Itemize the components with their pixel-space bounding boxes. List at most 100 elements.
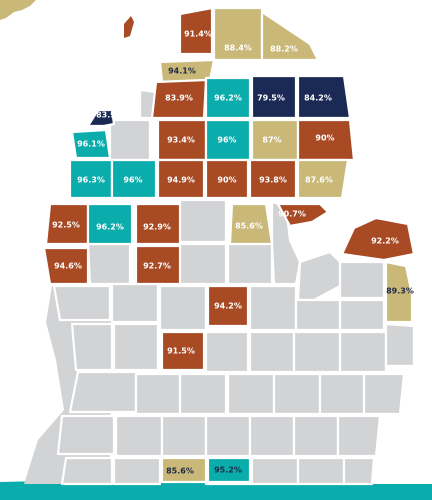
- county-label-c14: 90%: [315, 134, 334, 143]
- county-gray-32: [114, 414, 164, 458]
- county-gray-43: [342, 456, 376, 486]
- county-label-c6: 96.2%: [214, 94, 242, 103]
- county-c24: [228, 202, 274, 246]
- county-label-c33: 95.2%: [214, 466, 242, 475]
- county-gray-33: [160, 414, 208, 458]
- upper-peninsula-shape: [0, 0, 36, 20]
- county-label-c30: 94.2%: [214, 302, 242, 311]
- county-label-c25: 90.7%: [278, 210, 306, 219]
- county-c32: [160, 456, 208, 484]
- county-c1: [178, 6, 214, 56]
- county-gray-21: [292, 330, 342, 374]
- county-gray-2: [108, 118, 152, 162]
- county-c14: [296, 118, 356, 162]
- county-c10: [70, 128, 112, 160]
- county-gray-36: [292, 414, 340, 458]
- county-c30: [206, 284, 250, 328]
- county-label-c13: 87%: [262, 136, 281, 145]
- county-label-c7: 79.5%: [257, 94, 285, 103]
- county-c9: [86, 108, 116, 128]
- county-gray-35: [248, 414, 296, 458]
- county-c8: [296, 74, 352, 120]
- county-gray-41: [250, 456, 300, 486]
- county-c19: [248, 158, 298, 200]
- county-label-c31: 91.5%: [167, 347, 195, 356]
- county-c29: [384, 260, 414, 324]
- island-shape: [124, 16, 134, 38]
- county-c6: [204, 76, 252, 120]
- county-label-c22: 96.2%: [96, 223, 124, 232]
- county-label-c5: 83.9%: [165, 94, 193, 103]
- county-label-c18: 90%: [217, 176, 236, 185]
- county-label-c15: 96.3%: [77, 176, 105, 185]
- county-gray-15: [294, 298, 342, 332]
- county-gray-19: [204, 330, 250, 374]
- county-label-c8: 84.2%: [304, 94, 332, 103]
- county-label-c26: 92.2%: [371, 237, 399, 246]
- county-gray-10: [86, 242, 132, 286]
- county-label-c12: 96%: [217, 136, 236, 145]
- county-label-c2: 88.4%: [224, 44, 252, 53]
- county-gray-38: [60, 456, 114, 486]
- county-gray-17: [112, 322, 160, 372]
- county-c7: [250, 74, 298, 120]
- county-label-c32: 85.6%: [166, 467, 194, 476]
- county-gray-22: [338, 330, 388, 374]
- county-label-c24: 85.6%: [235, 222, 263, 231]
- county-c3: [260, 10, 320, 62]
- county-c33: [206, 456, 252, 484]
- county-gray-27: [226, 372, 276, 416]
- county-gray-6: [226, 242, 274, 286]
- county-label-c10: 96.1%: [77, 140, 105, 149]
- county-gray-24: [68, 370, 138, 414]
- county-gray-11: [52, 284, 112, 322]
- county-label-c1: 91.4%: [184, 30, 212, 39]
- county-gray-29: [318, 372, 366, 416]
- county-gray-25: [134, 372, 182, 416]
- county-label-c17: 94.9%: [167, 176, 195, 185]
- county-gray-20: [248, 330, 296, 374]
- county-c18: [204, 158, 250, 200]
- label-layer: 91.4% 88.4% 88.2% 94.1% 83.9% 96.2% 79.5% 84.2%…: [52, 30, 414, 476]
- county-gray-14: [248, 284, 298, 332]
- county-c28: [134, 244, 182, 286]
- county-c22: [86, 202, 134, 246]
- county-gray-8: [296, 250, 342, 302]
- county-c20: [296, 158, 350, 200]
- county-c25: [276, 202, 330, 228]
- county-label-c27: 94.6%: [54, 262, 82, 271]
- county-c31: [160, 330, 206, 372]
- county-c5: [150, 78, 208, 120]
- county-gray-4: [178, 198, 228, 244]
- county-label-c19: 93.8%: [259, 176, 287, 185]
- county-gray-23: [384, 322, 416, 368]
- county-label-c20: 87.6%: [305, 176, 333, 185]
- county-gray-34: [204, 414, 252, 458]
- county-gray-9: [338, 260, 386, 300]
- county-label-c16: 96%: [123, 176, 142, 185]
- county-label-c3: 88.2%: [270, 45, 298, 54]
- county-gray-5: [178, 242, 228, 286]
- county-gray-16: [338, 298, 386, 332]
- county-label-c9: 83.9%: [96, 111, 124, 120]
- county-label-c11: 93.4%: [167, 136, 195, 145]
- county-label-c28: 92.7%: [143, 262, 171, 271]
- county-label-c4: 94.1%: [168, 67, 196, 76]
- county-gray-42: [296, 456, 346, 486]
- county-gray-13: [158, 284, 208, 332]
- county-c27: [42, 246, 90, 286]
- county-gray-31: [56, 414, 116, 456]
- county-gray-26: [178, 372, 228, 416]
- county-label-c29: 89.3%: [386, 287, 414, 296]
- county-c16: [110, 158, 158, 200]
- county-label-c21: 92.5%: [52, 221, 80, 230]
- county-gray-28: [272, 372, 322, 416]
- county-gray-12: [110, 282, 160, 324]
- county-c23: [134, 202, 182, 246]
- county-gray-18: [70, 322, 114, 372]
- county-label-c23: 92.9%: [143, 223, 171, 232]
- county-gray-37: [336, 414, 382, 458]
- county-gray-39: [112, 456, 162, 486]
- county-c26: [340, 216, 416, 262]
